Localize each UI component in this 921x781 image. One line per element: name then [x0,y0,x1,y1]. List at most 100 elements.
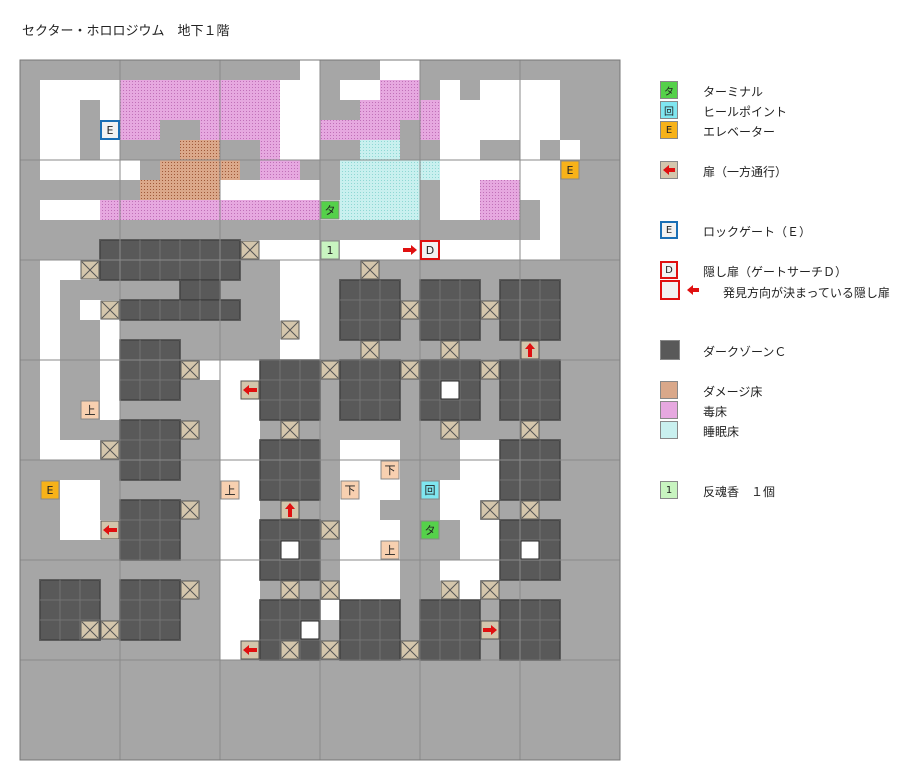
floor-cell [480,460,500,480]
floor-cell [100,380,120,400]
damage-cell [180,180,200,200]
sleep-cell [420,160,440,180]
floor-cell [520,160,540,180]
floor-cell [60,160,80,180]
floor-cell [440,100,460,120]
poison-cell [200,100,220,120]
dark-zone-cell [159,619,181,641]
floor-cell [480,520,500,540]
floor-cell [440,480,460,500]
floor-cell [460,500,480,520]
poison-cell [500,200,520,220]
floor-cell [40,360,60,380]
floor-cell [220,440,240,460]
poison-cell [400,100,420,120]
floor-cell [500,80,520,100]
floor-cell [220,620,240,640]
floor-cell [480,160,500,180]
floor-cell [300,140,320,160]
floor-cell [460,160,480,180]
dark-zone-block [119,339,181,401]
legend-elevator-label: エレベーター [703,125,776,139]
sleep-cell [340,200,360,220]
poison-cell [160,80,180,100]
legend-item: 1 [660,480,678,500]
door-cross [401,361,419,379]
legend-lock-gate-label: ロックゲート（Ｅ） [703,225,812,239]
floor-cell [100,340,120,360]
floor-cell [80,500,100,520]
floor-cell [100,160,120,180]
floor-cell [220,360,240,380]
damage-cell [180,140,200,160]
floor-cell [460,180,480,200]
floor-cell [100,100,120,120]
legend-hidden-door-direction-label: 発見方向が決まっている隠し扉 [723,286,890,300]
poison-cell [180,100,200,120]
legend-heal-label: ヒールポイント [703,105,788,119]
stairs-down-marker-box [340,480,360,500]
floor-cell [60,120,80,140]
floor-cell [500,240,520,260]
elevator-marker-box [40,480,60,500]
floor-cell [40,80,60,100]
door-cross [441,341,459,359]
legend-sleep-floor [660,420,678,440]
poison-cell [340,120,360,140]
dark-zone-block [339,599,401,661]
legend-one-way-door-label: 扉（一方通行） [703,165,788,179]
poison-cell [200,80,220,100]
door-cross [521,501,539,519]
floor-cell [340,440,360,460]
sleep-cell [400,160,420,180]
floor-cell [40,120,60,140]
legend-terminal-label: ターミナル [703,85,764,99]
floor-cell [240,560,260,580]
floor-cell [440,200,460,220]
poison-cell [220,100,240,120]
lock-gate-marker: E [107,124,114,137]
dark-zone-block [499,439,561,501]
dark-zone-cell [159,379,181,401]
floor-cell [220,600,240,620]
floor-cell [480,120,500,140]
door-cross [281,641,299,659]
floor-cell [440,180,460,200]
floor-cell [240,460,260,480]
floor-cell [60,520,80,540]
floor-cell [60,500,80,520]
poison-cell [260,120,280,140]
poison-cell [200,120,220,140]
floor-cell [60,80,80,100]
floor-cell [40,420,60,440]
floor-cell [340,580,360,600]
floor-cell [60,440,80,460]
floor-cell [500,120,520,140]
sleep-cell [380,160,400,180]
floor-cell [40,280,60,300]
floor-cell [280,280,300,300]
arrow-left-icon [687,285,699,295]
door-cross [321,581,339,599]
hidden-door-marker-box [420,240,440,260]
damage-floor-icon [660,381,678,399]
floor-cell [40,400,60,420]
damage-cell [180,160,200,180]
arrow-left-icon [243,385,257,395]
sleep-cell [380,200,400,220]
floor-cell [540,120,560,140]
floor-cell [40,300,60,320]
floor-cell [460,520,480,540]
floor-cell [340,560,360,580]
sleep-floor-layer [340,140,440,220]
floor-cell [280,100,300,120]
floor-cell [240,580,260,600]
damage-cell [160,180,180,200]
floor-cell [260,180,280,200]
door-cross [441,421,459,439]
dark-zone-layer [39,239,561,661]
floor-cell [440,560,460,580]
arrow-right-icon [483,625,497,635]
floor-cell [40,160,60,180]
floor-cell [360,80,380,100]
